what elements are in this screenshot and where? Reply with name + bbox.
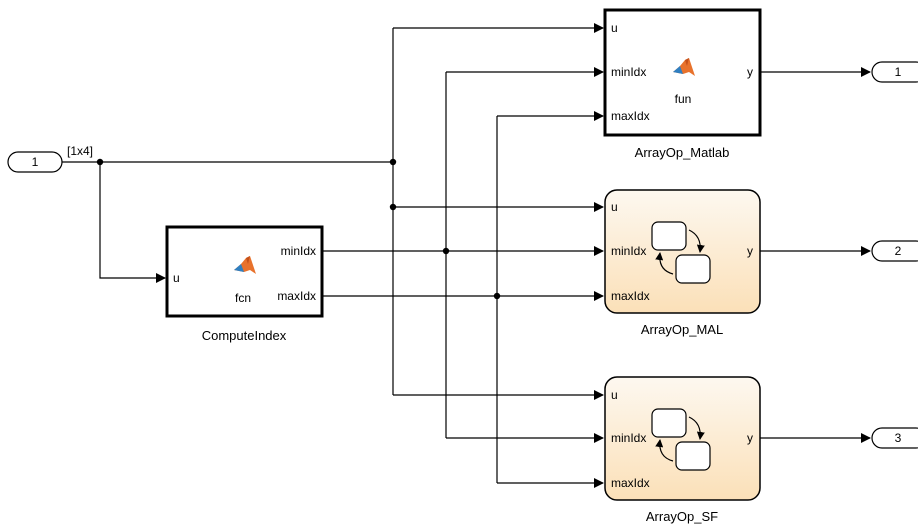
- branch-point: [389, 158, 397, 166]
- arrayop-matlab-block-name: ArrayOp_Matlab: [635, 145, 730, 160]
- computeindex-function-name: fcn: [235, 291, 251, 305]
- arrayop-mal-output-y: y: [747, 244, 753, 258]
- outport-1-number: 1: [895, 65, 902, 79]
- arrayop-matlab-input-minidx: minIdx: [611, 65, 646, 79]
- arrayop-matlab-input-u: u: [611, 21, 618, 35]
- arrayop-matlab-function-name: fun: [675, 92, 692, 106]
- arrayop-sf-input-minidx: minIdx: [611, 431, 646, 445]
- arrayop-sf-output-y: y: [747, 431, 753, 445]
- outport-3-number: 3: [895, 431, 902, 445]
- matlab-logo-icon: [234, 256, 256, 274]
- stateflow-chart-icon: [651, 408, 711, 471]
- branch-points: [96, 158, 501, 300]
- arrayop-matlab-block[interactable]: u minIdx maxIdx y fun: [603, 8, 762, 137]
- arrayop-sf-input-u: u: [611, 388, 618, 402]
- branch-point: [442, 247, 450, 255]
- inport-1-number: 1: [32, 155, 39, 169]
- arrayop-mal-input-maxidx: maxIdx: [611, 289, 650, 303]
- arrayop-mal-input-minidx: minIdx: [611, 244, 646, 258]
- computeindex-input-u: u: [173, 271, 180, 285]
- arrayop-mal-block-name: ArrayOp_MAL: [641, 322, 723, 337]
- outport-3[interactable]: 3: [871, 427, 918, 449]
- stateflow-chart-icon: [651, 221, 711, 284]
- arrayop-matlab-input-maxidx: maxIdx: [611, 109, 650, 123]
- outport-1[interactable]: 1: [871, 61, 918, 83]
- computeindex-output-maxidx: maxIdx: [277, 289, 316, 303]
- signal-lines: [62, 23, 871, 488]
- arrayop-mal-input-u: u: [611, 200, 618, 214]
- arrayop-sf-input-maxidx: maxIdx: [611, 476, 650, 490]
- signal-dimension-label: [1x4]: [67, 144, 93, 158]
- signal-u-to-computeindex[interactable]: [99, 162, 166, 283]
- computeindex-block-name: ComputeIndex: [202, 328, 287, 343]
- arrayop-matlab-output-y: y: [747, 65, 753, 79]
- outport-2[interactable]: 2: [871, 240, 918, 262]
- inport-1[interactable]: 1: [7, 151, 63, 173]
- arrayop-sf-block-name: ArrayOp_SF: [646, 509, 718, 524]
- outport-2-number: 2: [895, 244, 902, 258]
- computeindex-block[interactable]: u minIdx maxIdx fcn: [165, 225, 324, 318]
- matlab-logo-icon: [673, 58, 695, 76]
- arrayop-mal-block[interactable]: u minIdx maxIdx y: [604, 189, 761, 314]
- branch-point: [96, 158, 104, 166]
- branch-point: [493, 292, 501, 300]
- computeindex-output-minidx: minIdx: [281, 244, 316, 258]
- branch-point: [389, 203, 397, 211]
- arrayop-sf-block[interactable]: u minIdx maxIdx y: [604, 376, 761, 501]
